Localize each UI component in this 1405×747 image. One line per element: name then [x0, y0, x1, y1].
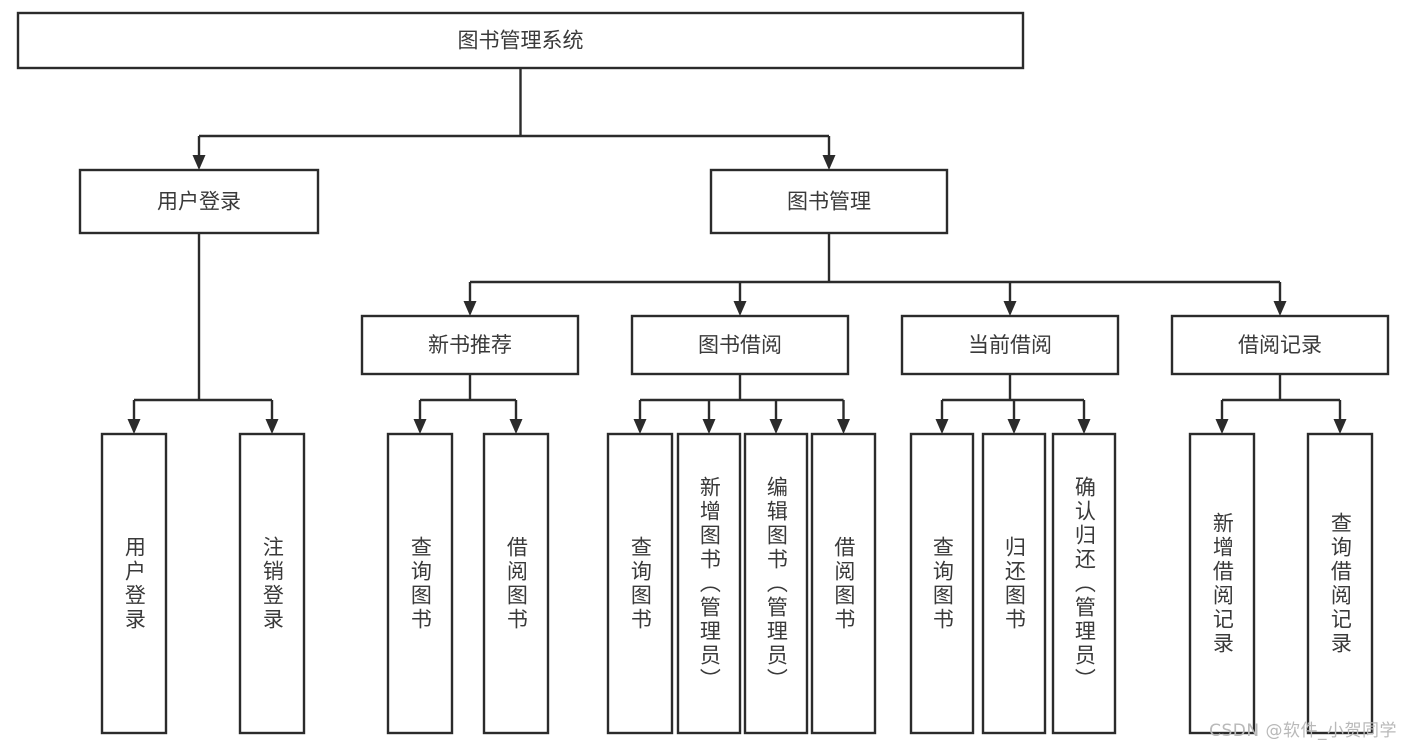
node-box-current-borrow[interactable]: [900, 314, 1120, 376]
node-box-leaf-rec-add-record[interactable]: [1188, 432, 1256, 735]
node-label-new-book-rec: 新书推荐: [428, 333, 512, 357]
node-box-leaf-borrow-add-book[interactable]: [676, 432, 742, 735]
node-label-borrow-record: 借阅记录: [1238, 333, 1322, 357]
node-box-leaf-rec-query-record[interactable]: [1306, 432, 1374, 735]
arrow-head-icon: [413, 419, 427, 434]
node-label-current-borrow: 当前借阅: [968, 333, 1052, 357]
node-box-user-login[interactable]: [78, 168, 320, 235]
arrow-head-icon: [837, 419, 850, 434]
node-box-leaf-borrow-borrow-book[interactable]: [810, 432, 877, 735]
arrow-head-icon: [127, 419, 141, 434]
arrow-head-icon: [192, 155, 206, 170]
arrow-head-icon: [702, 419, 716, 434]
arrow-head-icon: [1215, 419, 1229, 434]
arrow-head-icon: [769, 419, 783, 434]
arrow-head-icon: [265, 419, 279, 434]
node-box-leaf-borrow-query-book[interactable]: [606, 432, 674, 735]
node-box-leaf-rec-query-book[interactable]: [386, 432, 454, 735]
arrow-head-icon: [633, 419, 647, 434]
node-label-root: 图书管理系统: [458, 29, 584, 53]
node-box-leaf-cur-query-book[interactable]: [909, 432, 975, 735]
arrow-head-icon: [1273, 301, 1287, 316]
node-box-book-borrow[interactable]: [630, 314, 850, 376]
arrow-head-icon: [1077, 419, 1091, 434]
arrow-head-icon: [822, 155, 836, 170]
arrow-head-icon: [1333, 419, 1347, 434]
node-box-root[interactable]: [16, 11, 1025, 70]
node-box-leaf-borrow-edit-book[interactable]: [743, 432, 809, 735]
node-label-book-manage: 图书管理: [787, 190, 871, 214]
node-box-borrow-record[interactable]: [1170, 314, 1390, 376]
node-box-leaf-cur-return-book[interactable]: [981, 432, 1047, 735]
arrow-head-icon: [1007, 419, 1021, 434]
node-label-user-login: 用户登录: [157, 190, 241, 214]
edges-layer: [127, 68, 1347, 434]
node-box-new-book-rec[interactable]: [360, 314, 580, 376]
arrow-head-icon: [509, 419, 523, 434]
boxes-layer: [16, 11, 1390, 735]
node-box-leaf-cur-confirm-return[interactable]: [1051, 432, 1117, 735]
node-box-leaf-user-logout[interactable]: [238, 432, 306, 735]
node-box-book-manage[interactable]: [709, 168, 949, 235]
arrow-head-icon: [1003, 301, 1017, 316]
node-box-leaf-user-login[interactable]: [100, 432, 168, 735]
arrow-head-icon: [463, 301, 477, 316]
watermark-text: CSDN @软件_小贺同学: [1209, 721, 1397, 741]
node-label-book-borrow: 图书借阅: [698, 333, 782, 357]
arrow-head-icon: [733, 301, 747, 316]
node-box-leaf-rec-borrow-book[interactable]: [482, 432, 550, 735]
arrow-head-icon: [935, 419, 949, 434]
